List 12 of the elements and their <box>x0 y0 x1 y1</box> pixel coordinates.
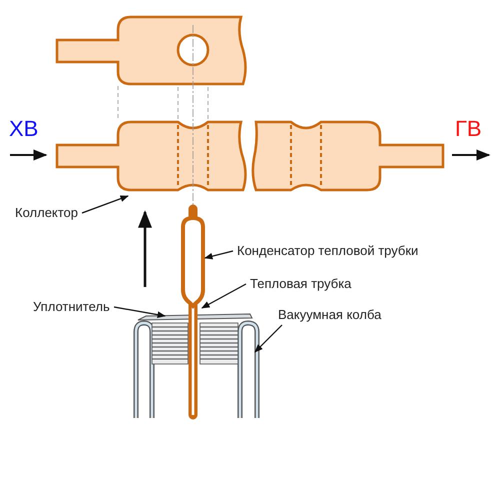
callout-label: Вакуумная колба <box>278 307 382 322</box>
leader-line <box>254 324 282 353</box>
leader-line <box>204 250 234 260</box>
callout-label: Тепловая трубка <box>250 276 352 291</box>
leader-line <box>114 306 166 318</box>
flow-label: ХВ <box>9 117 38 141</box>
callout-label: Коллектор <box>15 205 78 220</box>
leader-line <box>201 283 246 309</box>
callout-label: Конденсатор тепловой трубки <box>237 243 418 258</box>
callout-label: Уплотнитель <box>33 299 110 314</box>
leader-line <box>82 195 129 214</box>
flow-label: ГВ <box>455 117 482 141</box>
